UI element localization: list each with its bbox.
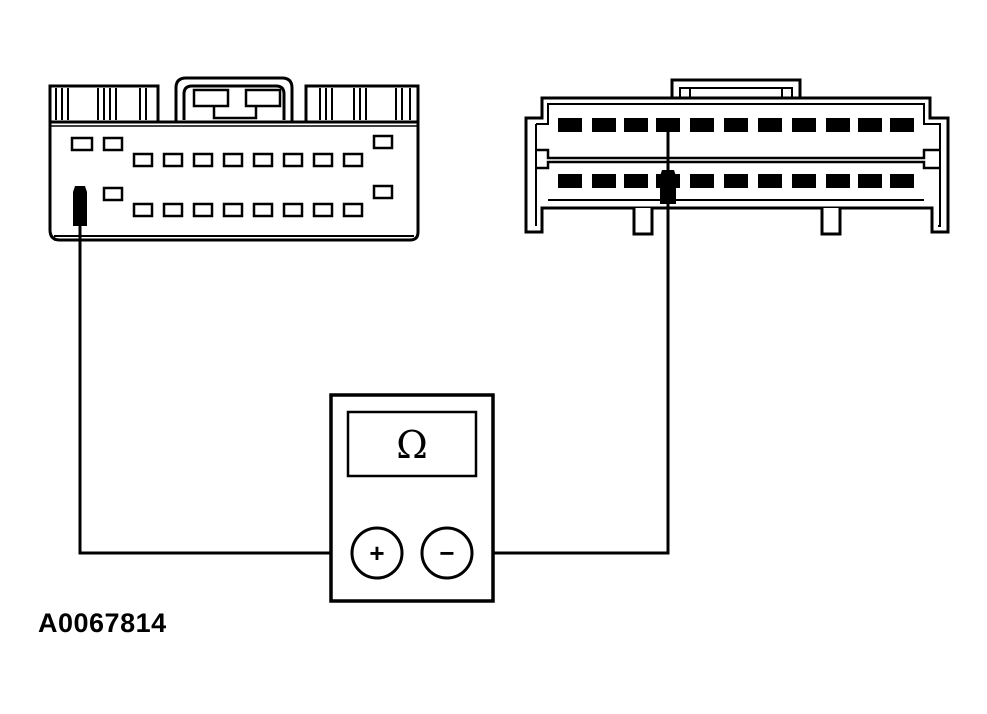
right-terminal [724, 174, 748, 188]
left-cavity [282, 202, 304, 218]
left-cavity [192, 202, 214, 218]
right-terminal [592, 118, 616, 132]
left-cavity [132, 202, 154, 218]
left-cavity [222, 202, 244, 218]
left-connector-cavities [70, 134, 394, 218]
right-terminal [890, 174, 914, 188]
right-terminal [826, 174, 850, 188]
left-cavity [102, 136, 124, 152]
negative-sign: − [439, 538, 454, 568]
right-terminal [758, 118, 782, 132]
left-cavity [252, 202, 274, 218]
right-terminal [792, 118, 816, 132]
right-connector-terminals [558, 118, 914, 188]
left-cavity [372, 184, 394, 200]
figure-id: A0067814 [38, 608, 167, 638]
left-cavity [372, 134, 394, 150]
negative-terminal[interactable] [420, 526, 474, 580]
right-terminal [592, 174, 616, 188]
right-terminal [858, 118, 882, 132]
left-cavity [342, 202, 364, 218]
left-cavity [70, 136, 94, 152]
left-cavity [102, 186, 124, 202]
left-cavity [162, 202, 184, 218]
left-cavity [132, 152, 154, 168]
right-terminal [890, 118, 914, 132]
positive-lead [78, 226, 350, 555]
right-terminal [624, 174, 648, 188]
ohmmeter: Ω + − [329, 393, 495, 603]
left-cavity [192, 152, 214, 168]
left-cavity [312, 202, 334, 218]
right-terminal [758, 174, 782, 188]
left-cavity [342, 152, 364, 168]
test-leads [78, 130, 670, 555]
meter-display [346, 410, 478, 478]
left-cavity [282, 152, 304, 168]
right-terminal [624, 118, 648, 132]
left-cavity [162, 152, 184, 168]
right-terminal [792, 174, 816, 188]
ohm-symbol: Ω [396, 423, 428, 467]
right-terminal [724, 118, 748, 132]
negative-lead [472, 130, 670, 555]
right-terminal [558, 118, 582, 132]
left-cavity [252, 152, 274, 168]
right-terminal [858, 174, 882, 188]
positive-sign: + [369, 538, 384, 568]
right-terminal [558, 174, 582, 188]
right-terminal [656, 118, 680, 132]
left-probe-pin [73, 186, 87, 226]
right-connector [524, 78, 950, 236]
right-terminal [690, 174, 714, 188]
right-terminal [826, 118, 850, 132]
positive-terminal[interactable] [350, 526, 404, 580]
left-cavity [222, 152, 244, 168]
right-terminal [690, 118, 714, 132]
left-cavity [312, 152, 334, 168]
